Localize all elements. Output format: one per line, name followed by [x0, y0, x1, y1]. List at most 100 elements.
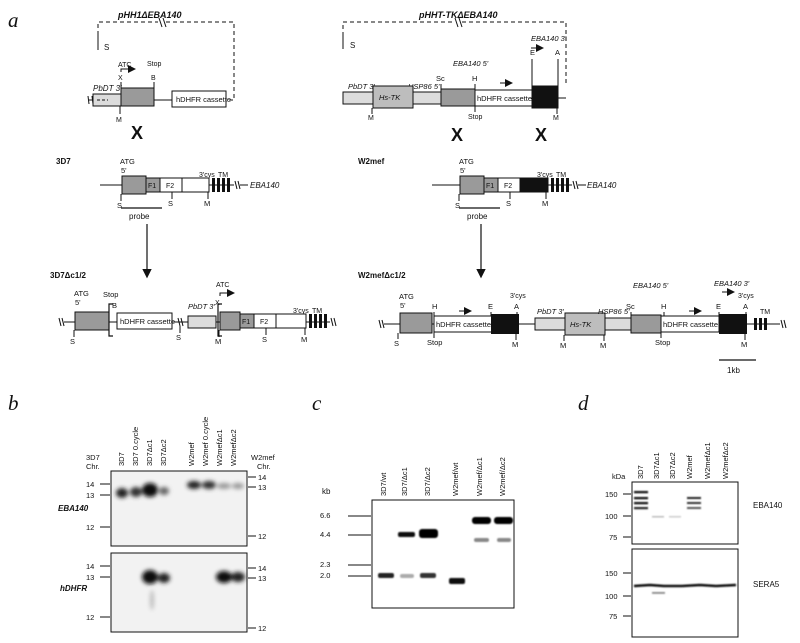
mut2-eba3: EBA140 3'	[714, 279, 750, 288]
plasmid2-stop: Stop	[468, 114, 483, 121]
b-top-left-tick: 14	[86, 480, 94, 489]
d-unit: kDa	[612, 472, 626, 481]
c-lane-label: W2mef/Δc1	[475, 457, 484, 496]
d-top-tick: 100	[605, 512, 618, 521]
plasmid2-pbdt3: PbDT 3'	[348, 82, 375, 91]
southern-blot-panel-c: 3D7/wt 3D7/Δc1 3D7/Δc2 W2mef/wt W2mef/Δc…	[320, 457, 515, 609]
mut1-S2: S	[176, 333, 181, 342]
mutant-W2mef-diagram: W2mefΔc1/2 ATG 5' H hDHFR cassette E 3'c…	[358, 271, 787, 375]
locus1-five: 5'	[121, 166, 127, 175]
plasmid2-hdhfr: hDHFR cassette	[477, 94, 532, 103]
locus2-F2: F2	[504, 183, 512, 190]
b-bottom-right-tick: 12	[258, 624, 266, 633]
b-top-left-tick: 13	[86, 491, 94, 500]
panel-d-lane-labels: 3D7 3D7Δc1 3D7Δc2 W2mef W2mefΔc1 W2mefΔc…	[636, 442, 730, 479]
plasmid2-eba5: EBA140 5'	[453, 59, 489, 68]
mut2-M3: M	[600, 341, 606, 350]
plasmid1-stop: Stop	[147, 61, 162, 68]
mut2-M2: M	[560, 341, 566, 350]
mut1-M2: M	[301, 335, 307, 344]
b-lane-label: 3D7Δc1	[145, 439, 154, 466]
locus2-S2: S	[506, 199, 511, 208]
b-lane-label: 3D7Δc2	[159, 439, 168, 466]
mut2-five: 5'	[400, 301, 406, 310]
mut2-hstk: Hs-TK	[570, 320, 592, 329]
plasmid2-crossover1: X	[451, 125, 463, 145]
mut2-scale: 1kb	[727, 366, 740, 375]
mut2-cys1: 3'cys	[510, 293, 526, 300]
mut1-ATC: ATC	[216, 282, 229, 289]
plasmid1-B: B	[151, 75, 156, 82]
panel-label-d: d	[578, 391, 589, 415]
mut2-pbdt3: PbDT 3'	[537, 307, 564, 316]
locus1-M: M	[204, 199, 210, 208]
plasmid2-E: E	[530, 48, 535, 57]
c-lane-label: 3D7/wt	[379, 472, 388, 496]
b-lane-label: W2mef 0.cycle	[201, 417, 210, 466]
c-unit: kb	[322, 487, 331, 496]
c-tick: 6.6	[320, 511, 330, 520]
b-top-probe-label: EBA140	[58, 504, 89, 513]
locus1-ATG: ATG	[120, 157, 135, 166]
mut1-TM: TM	[312, 308, 322, 315]
plasmid1-M: M	[116, 117, 122, 124]
d-lane-label: 3D7Δc1	[652, 452, 661, 479]
mut2-cys2: 3'cys	[738, 293, 754, 300]
locus1-gene: EBA140	[250, 181, 280, 190]
b-lane-label: W2mef	[187, 441, 196, 466]
panel-label-a: a	[8, 8, 19, 32]
b-top-right-tick: 12	[258, 532, 266, 541]
d-lane-label: W2mefΔc1	[703, 442, 712, 479]
locus2-F1: F1	[486, 183, 494, 190]
mut2-stop2: Stop	[655, 338, 670, 347]
d-top-tick: 75	[609, 533, 617, 542]
locus1-TM: TM	[218, 172, 228, 179]
b-lane-label: W2mefΔc1	[215, 429, 224, 466]
locus2-gene: EBA140	[587, 181, 617, 190]
mut1-cys: 3'cys	[293, 308, 309, 315]
plasmid2-hstk: Hs-TK	[379, 93, 401, 102]
locus-3D7-diagram: 3D7 EBA140 ATG 5' F1 F2 3'cys TM S S M p…	[56, 157, 280, 279]
locus1-probe: probe	[129, 212, 150, 221]
mut1-five: 5'	[75, 298, 81, 307]
b-right-header: Chr.	[257, 462, 271, 471]
panel-b-lane-labels: 3D7 3D7 0.cycle 3D7Δc1 3D7Δc2 W2mef W2me…	[117, 417, 238, 466]
d-top-label: EBA140	[753, 501, 783, 510]
mut1-M1: M	[215, 337, 221, 346]
mut1-S1: S	[70, 337, 75, 346]
locus-W2mef-diagram: W2mef EBA140 ATG 5' F1 F2 3'cys TM S S M…	[358, 157, 617, 279]
mut2-A1: A	[514, 302, 519, 311]
mut2-ATG: ATG	[399, 292, 414, 301]
mut1-stop: Stop	[103, 290, 118, 299]
mut1-F2: F2	[260, 319, 268, 326]
mut2-M1: M	[512, 340, 518, 349]
c-tick: 2.3	[320, 560, 330, 569]
mut2-TM: TM	[760, 309, 770, 316]
c-lane-label: 3D7/Δc2	[423, 467, 432, 496]
c-lane-label: W2mef/wt	[451, 462, 460, 496]
mut2-Sc: Sc	[626, 302, 635, 311]
mut1-strain: 3D7Δc1/2	[50, 271, 87, 280]
locus2-S1: S	[455, 201, 460, 210]
locus2-ATG: ATG	[459, 157, 474, 166]
plasmid1-X: X	[118, 75, 123, 82]
b-right-header: W2mef	[251, 453, 276, 462]
plasmid2-M1: M	[368, 115, 374, 122]
mut2-hdhfr1: hDHFR cassette	[436, 320, 491, 329]
locus2-TM: TM	[556, 172, 566, 179]
c-tick: 4.4	[320, 530, 330, 539]
plasmid2-A: A	[555, 48, 560, 57]
b-bottom-left-tick: 13	[86, 573, 94, 582]
southern-blot-panel-b: 3D7 3D7 0.cycle 3D7Δc1 3D7Δc2 W2mef W2me…	[58, 417, 276, 633]
d-bottom-tick: 75	[609, 612, 617, 621]
b-top-right-tick: 14	[258, 473, 266, 482]
b-bottom-right-tick: 13	[258, 574, 266, 583]
d-lane-label: W2mef	[685, 454, 694, 479]
mut2-S: S	[394, 339, 399, 348]
mut2-E: E	[488, 302, 493, 311]
d-top-tick: 150	[605, 490, 618, 499]
locus1-strain: 3D7	[56, 157, 71, 166]
locus2-strain: W2mef	[358, 157, 385, 166]
plasmid2-H: H	[472, 74, 477, 83]
